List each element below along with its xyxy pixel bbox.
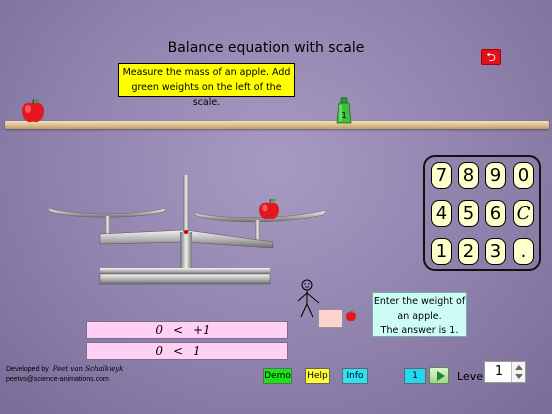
apple-icon[interactable] <box>259 198 279 220</box>
key-4[interactable]: 4 <box>431 200 452 227</box>
author-name: Peet van Schalkwyk <box>52 365 124 373</box>
key-7[interactable]: 7 <box>431 162 452 189</box>
balance-scale <box>46 175 328 285</box>
apple-icon[interactable] <box>20 98 46 124</box>
author-email: peetvs@science-animations.com <box>6 376 109 383</box>
demo-button[interactable]: Demo <box>263 368 292 384</box>
key-1[interactable]: 1 <box>431 238 452 265</box>
hint-line: The answer is 1. <box>380 325 459 336</box>
key-decimal[interactable]: . <box>513 238 534 265</box>
info-button[interactable]: Info <box>342 368 368 384</box>
key-6[interactable]: 6 <box>485 200 506 227</box>
hint-box: Enter the weight of an apple. The answer… <box>372 292 467 337</box>
equation-row: 0 <1 <box>86 342 288 360</box>
equation-lhs: 0 <box>155 323 163 337</box>
level-value[interactable]: 1 <box>494 364 504 379</box>
left-pan[interactable] <box>46 207 168 238</box>
answer-input[interactable] <box>318 309 343 328</box>
back-button[interactable]: ⮌ <box>481 49 501 65</box>
equation-operator: < <box>172 344 184 358</box>
shelf <box>5 121 549 129</box>
equation-lhs: 0 <box>155 344 163 358</box>
green-weight-icon[interactable]: 1 <box>336 97 352 124</box>
right-pan[interactable] <box>192 209 328 242</box>
level-label: Level <box>457 370 487 383</box>
play-button[interactable] <box>429 367 449 384</box>
instruction-line: green weights on the left of the scale. <box>131 82 282 108</box>
key-0[interactable]: 0 <box>513 162 534 189</box>
key-5[interactable]: 5 <box>458 200 479 227</box>
hint-line: Enter the weight of <box>373 296 466 307</box>
hint-line: an apple. <box>397 310 442 322</box>
level-stepper[interactable]: 1 <box>484 361 526 383</box>
credit-label: Developed by <box>6 366 49 373</box>
apple-icon <box>346 310 356 322</box>
keypad: 7 8 9 0 4 5 6 C 1 2 3 . <box>423 155 541 271</box>
key-clear[interactable]: C <box>513 200 534 227</box>
weight-label: 1 <box>341 111 346 120</box>
level-indicator: 1 <box>404 368 426 384</box>
key-8[interactable]: 8 <box>458 162 479 189</box>
stepper-arrows <box>511 362 525 382</box>
equation-rhs: +1 <box>193 323 211 337</box>
help-button[interactable]: Help <box>305 368 330 384</box>
stepper-up-icon[interactable] <box>515 365 523 370</box>
instruction-line: Measure the mass of an apple. Add <box>122 67 291 78</box>
back-arrow-icon: ⮌ <box>486 50 496 64</box>
equation-operator: < <box>172 323 184 337</box>
credit: Developed by Peet van Schalkwyk peetvs@s… <box>6 364 123 385</box>
stepper-down-icon[interactable] <box>515 374 523 379</box>
key-9[interactable]: 9 <box>485 162 506 189</box>
key-3[interactable]: 3 <box>485 238 506 265</box>
instruction-box: Measure the mass of an apple. Add green … <box>118 63 295 108</box>
equation-row: 0 < +1 <box>86 321 288 339</box>
key-2[interactable]: 2 <box>458 238 479 265</box>
page-title: Balance equation with scale <box>167 40 365 56</box>
stick-figure-icon <box>297 279 320 318</box>
equation-rhs: 1 <box>193 344 201 358</box>
